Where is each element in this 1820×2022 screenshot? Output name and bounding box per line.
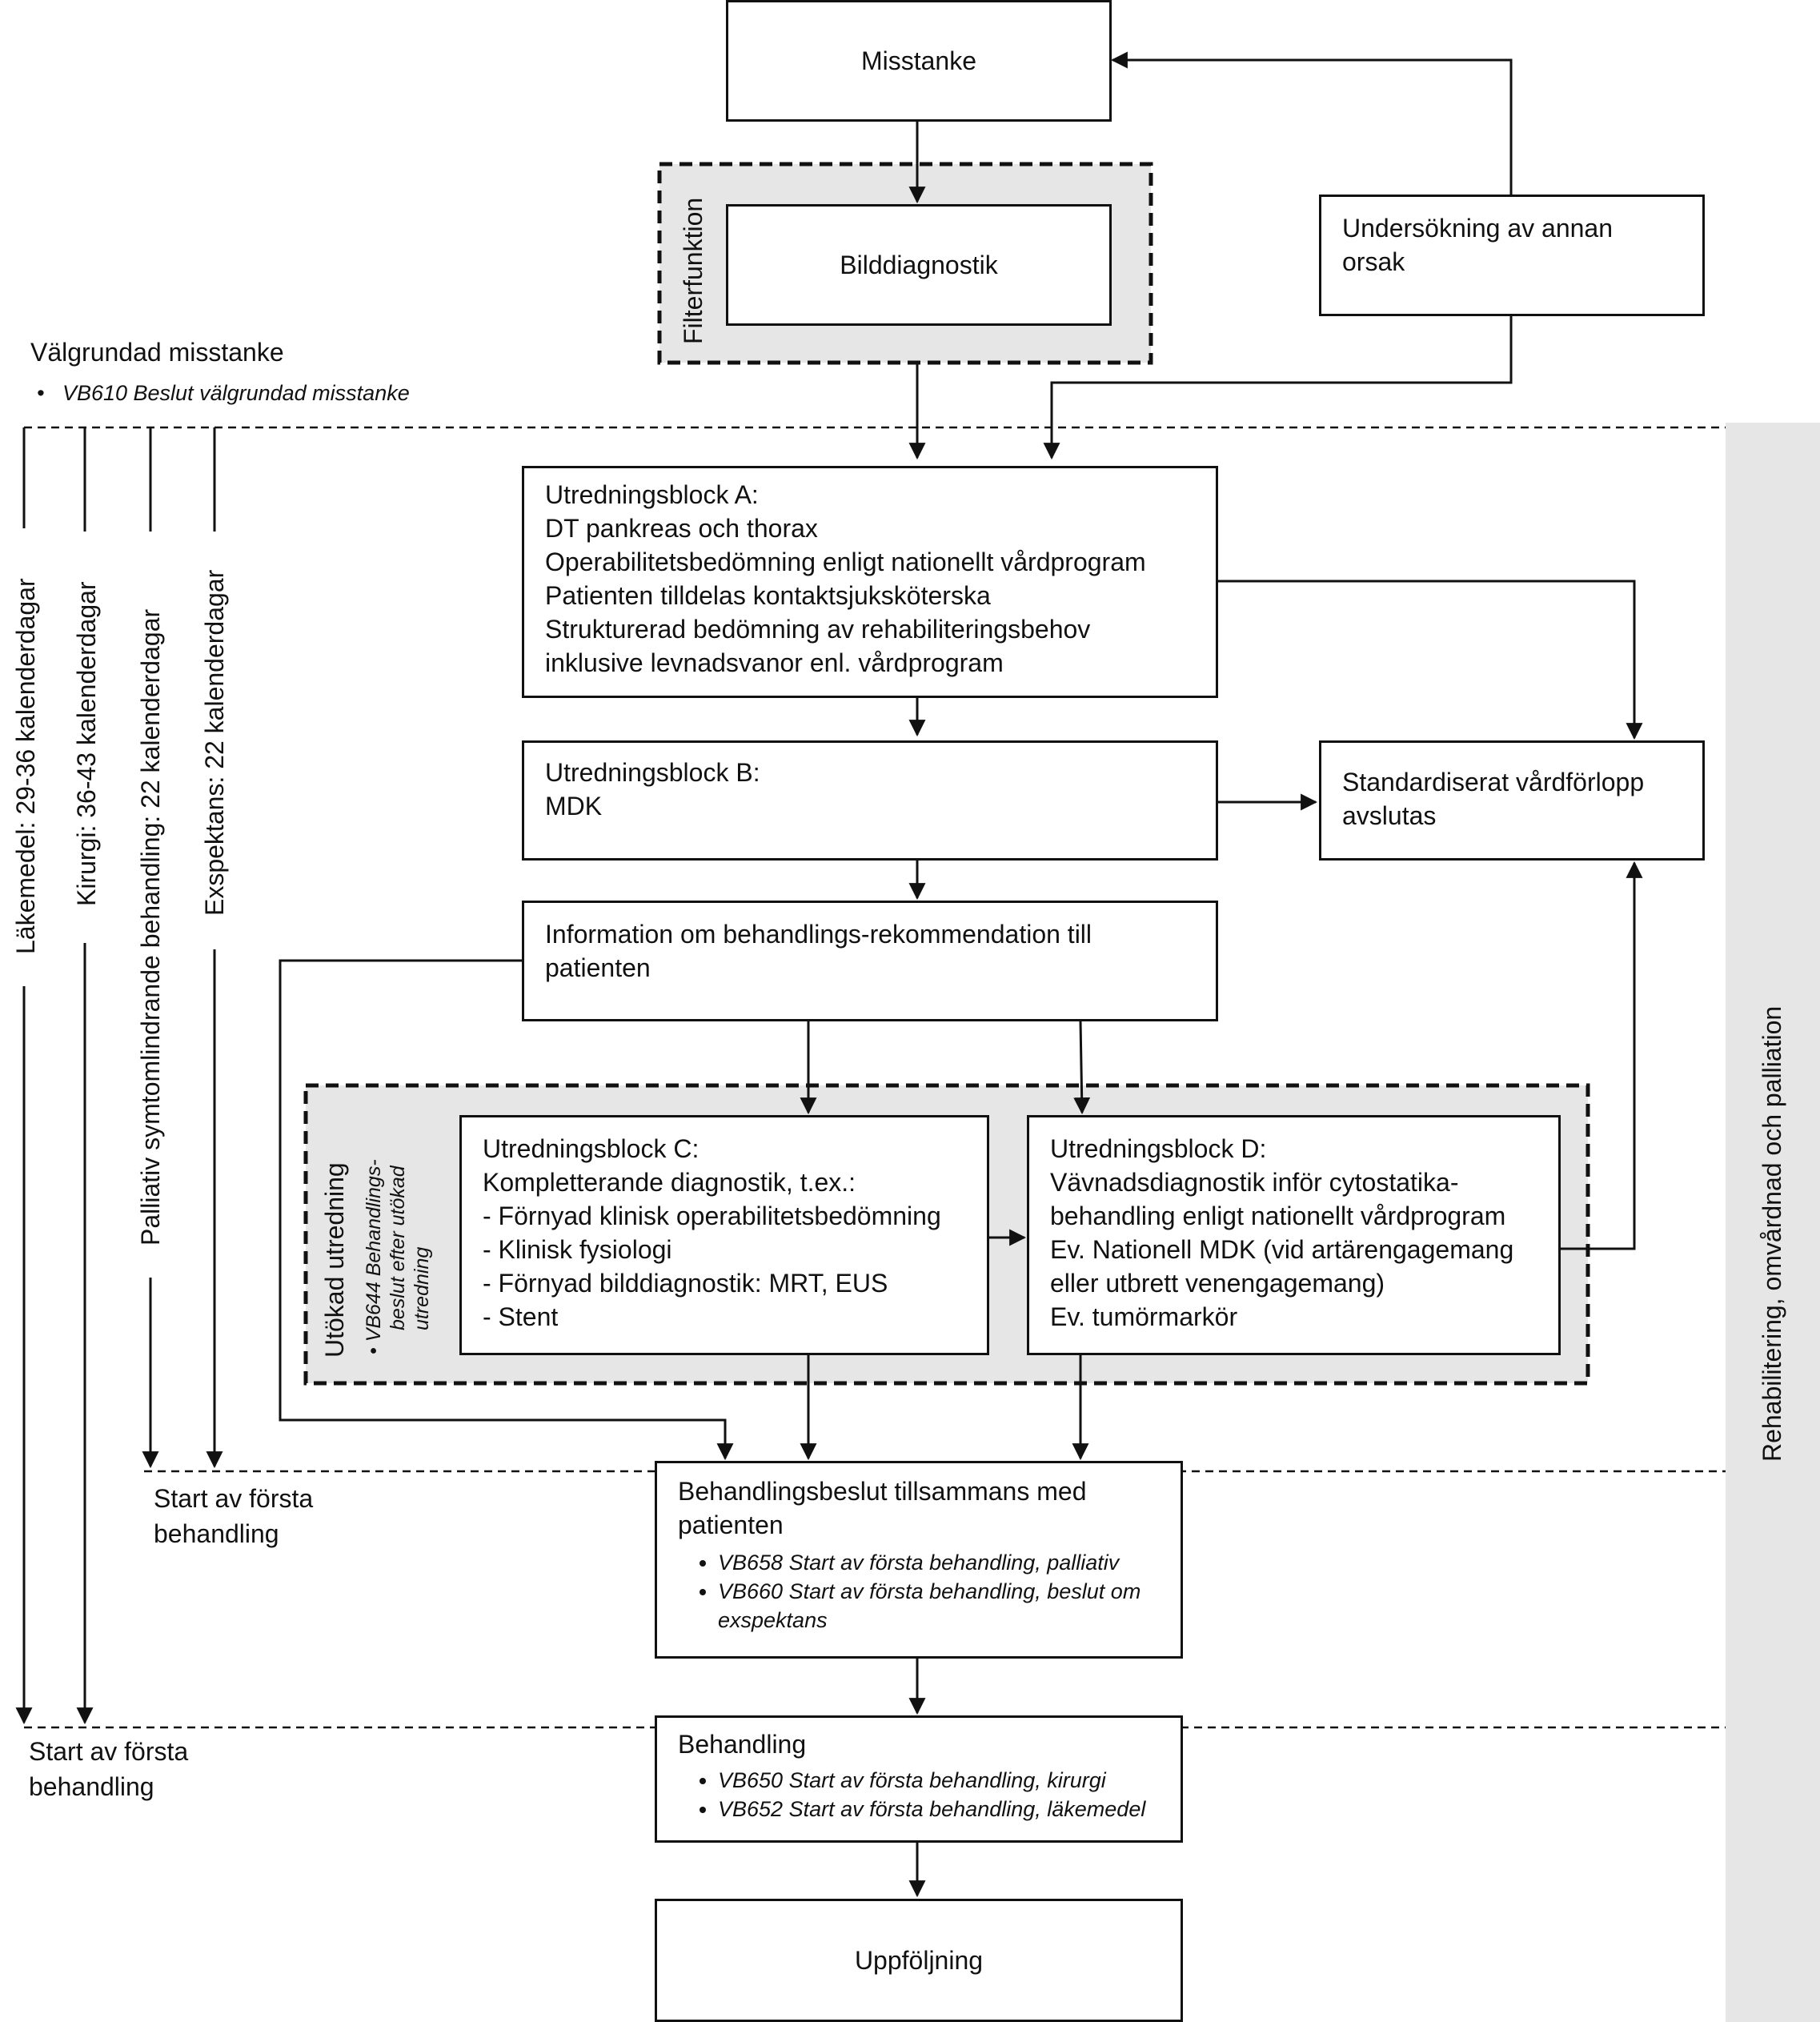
block-a-line-6: inklusive levnadsvanor enl. vårdprogram bbox=[545, 648, 1004, 677]
milestone-start-1: Start av första behandling bbox=[154, 1481, 313, 1551]
behandling-list: VB650 Start av första behandling, kirurg… bbox=[678, 1766, 1160, 1823]
block-c-line-5: - Förnyad bilddiagnostik: MRT, EUS bbox=[483, 1269, 888, 1298]
side-band bbox=[1726, 423, 1820, 2022]
milestone-start-2-line-1: Start av första bbox=[29, 1737, 189, 1766]
flow-connectors bbox=[279, 51, 1643, 1898]
utokad-label: Utökad utredning bbox=[320, 1162, 349, 1358]
block-b-line-1: Utredningsblock B: bbox=[545, 758, 760, 787]
block-d-line-5: eller utbrett venengagemang) bbox=[1050, 1269, 1385, 1298]
behandling-item-1: VB650 Start av första behandling, kirurg… bbox=[718, 1766, 1160, 1795]
behandlingsbeslut-item-1: VB658 Start av första behandling, pallia… bbox=[718, 1548, 1160, 1577]
node-undersokning-line-2: orsak bbox=[1342, 247, 1405, 276]
block-a-line-4: Patienten tilldelas kontaktsjuksköterska bbox=[545, 581, 991, 610]
timeline-kirurgi: Kirurgi: 36-43 kalenderdagar bbox=[72, 581, 101, 906]
utokad-note: • VB644 Behandlings- beslut efter utökad… bbox=[362, 1159, 434, 1354]
node-avslutas: Standardiserat vårdförlopp avslutas bbox=[1319, 740, 1705, 861]
node-information: Information om behandlings-rekommendatio… bbox=[522, 901, 1218, 1021]
avslutas-line-2: avslutas bbox=[1342, 801, 1437, 830]
block-a-line-1: Utredningsblock A: bbox=[545, 480, 759, 509]
node-undersokning-line-1: Undersökning av annan bbox=[1342, 214, 1614, 243]
block-a-line-2: DT pankreas och thorax bbox=[545, 514, 818, 543]
node-misstanke: Misstanke bbox=[726, 0, 1112, 122]
behandling-item-2: VB652 Start av första behandling, läkeme… bbox=[718, 1795, 1160, 1823]
utokad-note-line-2: beslut efter utökad bbox=[387, 1165, 409, 1330]
milestone-valgrundad: Välgrundad misstanke bbox=[30, 338, 284, 367]
block-c-line-2: Kompletterande diagnostik, t.ex.: bbox=[483, 1168, 856, 1197]
milestone-start-1-line-2: behandling bbox=[154, 1519, 279, 1548]
node-undersokning: Undersökning av annan orsak bbox=[1319, 195, 1705, 316]
utokad-note-line-1: • VB644 Behandlings- bbox=[363, 1159, 385, 1354]
node-block-b: Utredningsblock B: MDK bbox=[522, 740, 1218, 861]
node-misstanke-label: Misstanke bbox=[860, 46, 977, 75]
side-label: Rehabilitering, omvårdnad och palliation bbox=[1758, 1005, 1786, 1462]
node-behandlingsbeslut: Behandlingsbeslut tillsammans med patien… bbox=[655, 1461, 1183, 1659]
timeline-exspektans: Exspektans: 22 kalenderdagar bbox=[200, 569, 229, 916]
behandlingsbeslut-line-2: patienten bbox=[678, 1510, 784, 1539]
block-a-line-3: Operabilitetsbedömning enligt nationellt… bbox=[545, 548, 1146, 576]
node-block-a: Utredningsblock A: DT pankreas och thora… bbox=[522, 466, 1218, 698]
block-c-line-1: Utredningsblock C: bbox=[483, 1134, 700, 1163]
node-block-d: Utredningsblock D: Vävnadsdiagnostik inf… bbox=[1027, 1115, 1561, 1355]
milestone-valgrundad-note: • VB610 Beslut välgrundad misstanke bbox=[37, 381, 410, 405]
information-line-2: patienten bbox=[545, 953, 651, 982]
block-d-line-2: Vävnadsdiagnostik inför cytostatika- bbox=[1050, 1168, 1459, 1197]
node-uppfoljning-label: Uppföljning bbox=[854, 1946, 984, 1975]
behandlingsbeslut-list: VB658 Start av första behandling, pallia… bbox=[678, 1548, 1160, 1635]
avslutas-line-1: Standardiserat vårdförlopp bbox=[1342, 768, 1645, 796]
block-d-line-3: behandling enligt nationellt vårdprogram bbox=[1050, 1202, 1506, 1230]
block-a-line-5: Strukturerad bedömning av rehabilitering… bbox=[545, 615, 1091, 644]
block-d-line-1: Utredningsblock D: bbox=[1050, 1134, 1267, 1163]
block-d-line-6: Ev. tumörmarkör bbox=[1050, 1302, 1238, 1331]
timeline-palliativ: Palliativ symtomlindrande behandling: 22… bbox=[136, 608, 165, 1246]
node-behandling: Behandling VB650 Start av första behandl… bbox=[655, 1715, 1183, 1843]
behandling-line-1: Behandling bbox=[678, 1730, 807, 1759]
behandlingsbeslut-item-2: VB660 Start av första behandling, beslut… bbox=[718, 1577, 1160, 1635]
node-uppfoljning: Uppföljning bbox=[655, 1899, 1183, 2022]
node-block-c: Utredningsblock C: Kompletterande diagno… bbox=[459, 1115, 989, 1355]
block-c-line-4: - Klinisk fysiologi bbox=[483, 1235, 672, 1264]
node-bilddiagnostik: Bilddiagnostik bbox=[726, 204, 1112, 326]
filter-label: Filterfunktion bbox=[679, 197, 708, 344]
behandlingsbeslut-line-1: Behandlingsbeslut tillsammans med bbox=[678, 1477, 1087, 1506]
utokad-note-line-3: utredning bbox=[411, 1246, 433, 1330]
block-c-line-6: - Stent bbox=[483, 1302, 559, 1331]
timeline-lakemedel: Läkemedel: 29-36 kalenderdagar bbox=[11, 578, 40, 954]
block-d-line-4: Ev. Nationell MDK (vid artärengagemang bbox=[1050, 1235, 1514, 1264]
milestone-start-1-line-1: Start av första bbox=[154, 1484, 314, 1513]
information-line-1: Information om behandlings-rekommendatio… bbox=[545, 920, 1092, 949]
block-b-line-2: MDK bbox=[545, 792, 603, 820]
milestone-start-2-line-2: behandling bbox=[29, 1772, 154, 1801]
node-bilddiagnostik-label: Bilddiagnostik bbox=[840, 251, 998, 279]
block-c-line-3: - Förnyad klinisk operabilitetsbedömning bbox=[483, 1202, 941, 1230]
milestone-start-2: Start av första behandling bbox=[29, 1734, 188, 1804]
